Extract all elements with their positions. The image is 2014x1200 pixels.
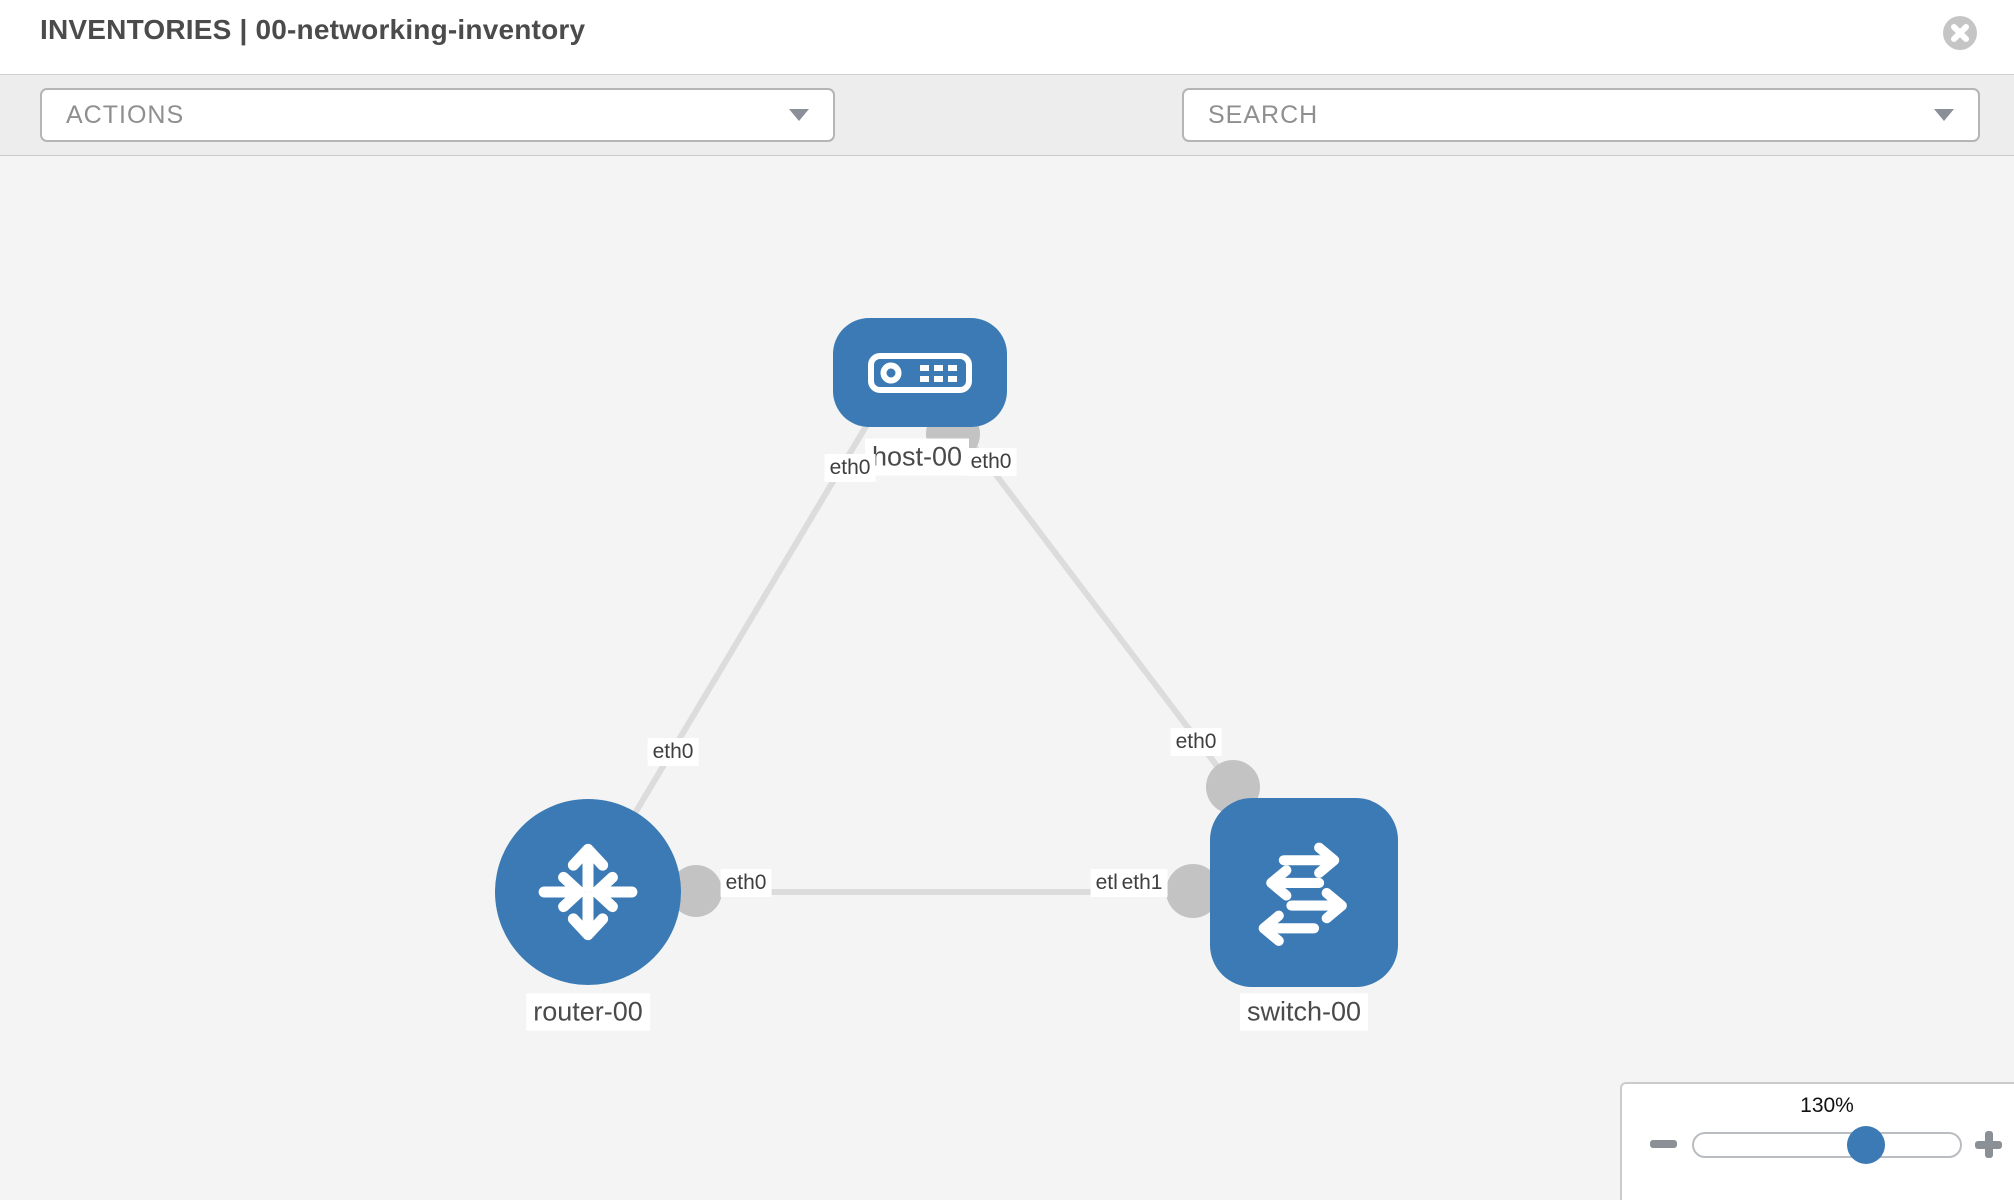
close-icon xyxy=(1943,16,1977,50)
iface-label-switch-to-router: eth1 xyxy=(1116,869,1168,897)
iface-label-switch-to-host: eth0 xyxy=(1170,728,1222,756)
header: INVENTORIES | 00-networking-inventory xyxy=(0,0,2014,74)
actions-dropdown[interactable]: ACTIONS xyxy=(40,88,835,142)
zoom-out-button[interactable] xyxy=(1650,1140,1677,1148)
router-arrows-icon xyxy=(538,843,638,941)
zoom-level-value: 130% xyxy=(1800,1094,1854,1117)
iface-label-router-to-host: eth0 xyxy=(647,738,699,766)
zoom-slider-track[interactable] xyxy=(1692,1132,1962,1158)
interface-connector-switch-left xyxy=(1166,864,1220,918)
zoom-slider-thumb[interactable] xyxy=(1847,1126,1885,1164)
chevron-down-icon xyxy=(789,109,809,121)
search-input[interactable] xyxy=(1208,90,1934,140)
server-icon xyxy=(868,352,972,393)
search-chevron-down-icon[interactable] xyxy=(1934,109,1954,121)
node-label-switch: switch-00 xyxy=(1239,993,1369,1031)
search-box xyxy=(1182,88,1980,142)
zoom-control-panel: 130% xyxy=(1620,1082,2014,1200)
switch-arrows-icon xyxy=(1258,842,1347,946)
node-label-router: router-00 xyxy=(526,993,650,1031)
topology-canvas[interactable]: host-00 router-00 switch-00 eth0 eth0 et… xyxy=(0,156,2014,1200)
node-label-host: host-00 xyxy=(864,438,970,476)
iface-label-router-to-switch: eth0 xyxy=(720,869,772,897)
topology-edges-layer xyxy=(585,384,1260,918)
zoom-in-button[interactable] xyxy=(1975,1131,2002,1158)
interface-connector-router xyxy=(670,865,722,917)
node-router-00[interactable] xyxy=(495,799,681,985)
close-button[interactable] xyxy=(1943,16,1977,50)
toolbar: ACTIONS xyxy=(0,74,2014,209)
node-switch-00[interactable] xyxy=(1210,798,1398,987)
iface-label-host-to-router: eth0 xyxy=(824,454,876,482)
page-title: INVENTORIES | 00-networking-inventory xyxy=(40,14,586,45)
node-host-00[interactable] xyxy=(833,318,1007,427)
iface-label-host-to-switch: eth0 xyxy=(965,448,1017,476)
actions-dropdown-label: ACTIONS xyxy=(66,100,185,129)
